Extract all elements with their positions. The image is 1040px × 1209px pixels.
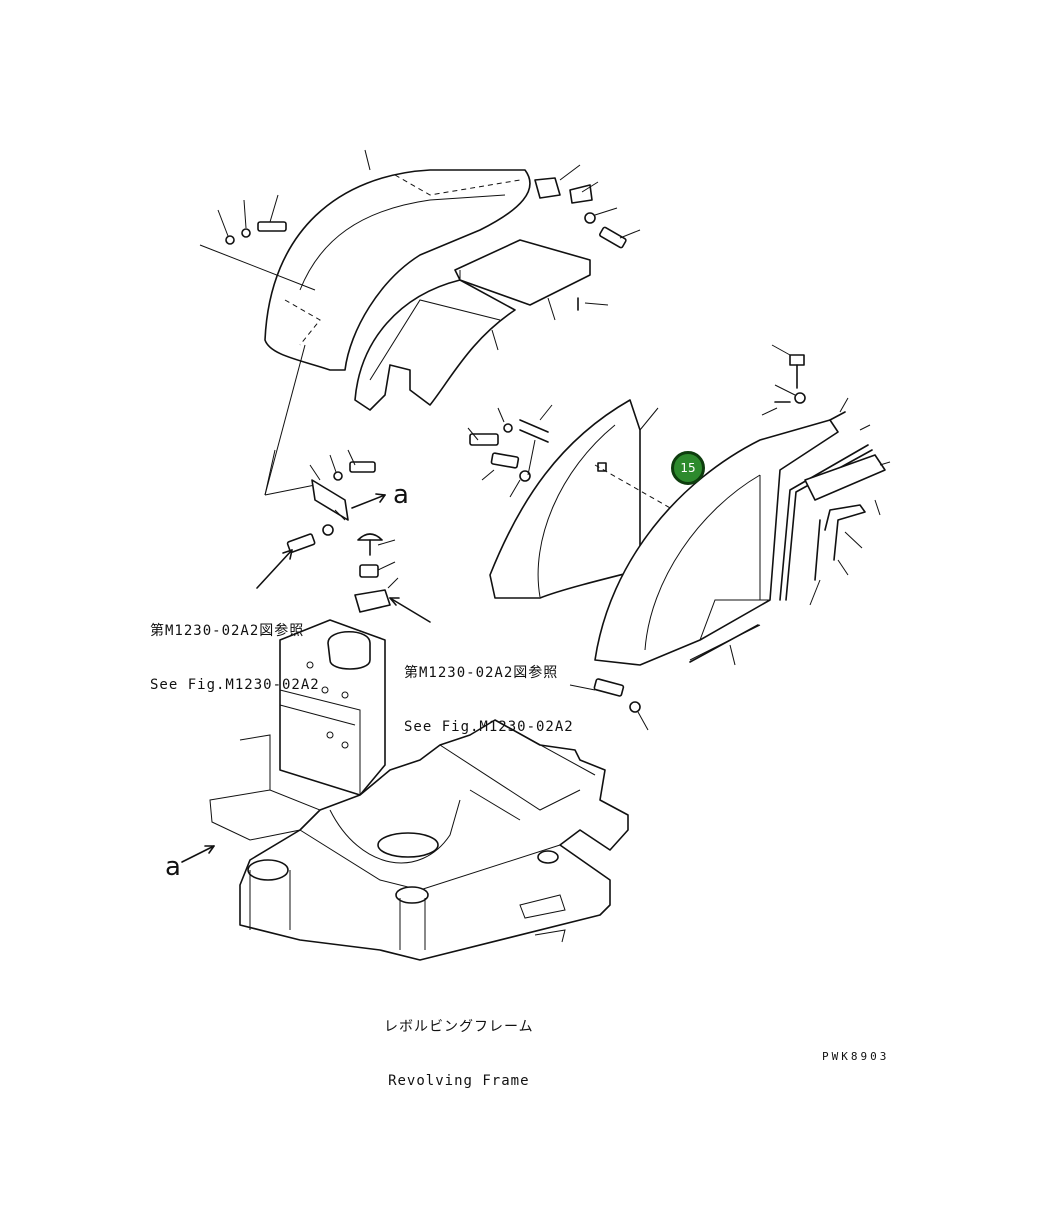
fender-cover-upper bbox=[264, 169, 531, 371]
hinge-bracket bbox=[286, 449, 386, 553]
hardware-upper-right bbox=[491, 164, 641, 351]
frame-caption-jp: レボルビングフレーム bbox=[384, 1019, 534, 1035]
frame-caption-en: Revolving Frame bbox=[388, 1073, 530, 1089]
reference-note-right-en: See Fig.M1230-02A2 bbox=[404, 719, 574, 735]
cap-screw-and-nut bbox=[256, 533, 431, 623]
arrow-label-a-lower: a bbox=[165, 852, 181, 882]
hardware-right bbox=[569, 344, 806, 731]
seal-strips-right bbox=[779, 397, 891, 606]
bracket-plate-middle bbox=[354, 279, 516, 411]
drawing-code: PWK8903 bbox=[822, 1050, 890, 1063]
part-callout-15[interactable]: 15 bbox=[671, 451, 705, 485]
hardware-middle bbox=[467, 404, 553, 498]
door-panel-middle bbox=[489, 399, 701, 599]
top-plate bbox=[454, 239, 591, 306]
reference-note-right: 第M1230-02A2図参照 See Fig.M1230-02A2 bbox=[404, 628, 574, 772]
revolving-frame bbox=[181, 719, 629, 961]
tank-block bbox=[279, 619, 386, 800]
frame-caption: レボルビングフレーム Revolving Frame bbox=[384, 982, 534, 1126]
reference-note-left-en: See Fig.M1230-02A2 bbox=[150, 677, 320, 693]
leader-lines-left bbox=[264, 344, 316, 496]
arrow-label-a-upper: a bbox=[393, 480, 409, 510]
side-cover-right bbox=[594, 419, 839, 666]
hardware-upper-left bbox=[199, 149, 371, 291]
reference-note-right-jp: 第M1230-02A2図参照 bbox=[404, 665, 559, 681]
reference-note-left-jp: 第M1230-02A2図参照 bbox=[150, 623, 305, 639]
reference-note-left: 第M1230-02A2図参照 See Fig.M1230-02A2 bbox=[150, 586, 320, 730]
